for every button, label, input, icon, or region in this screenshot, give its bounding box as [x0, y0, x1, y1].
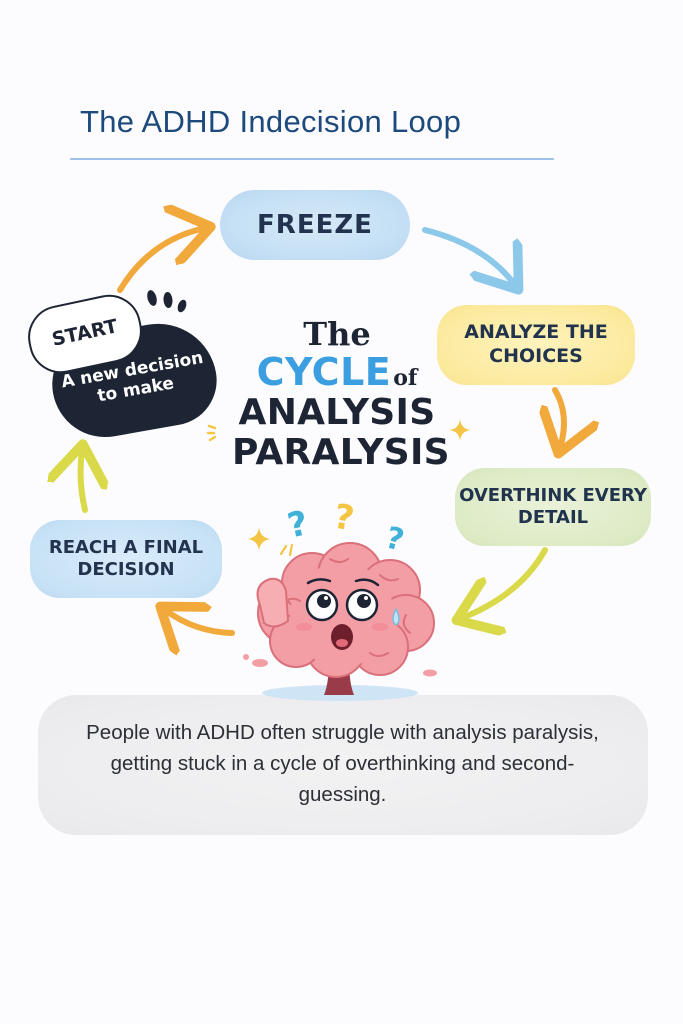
step-reach-a-final-decision: REACH A FINAL DECISION [30, 520, 222, 598]
arrow-reach-to-start [81, 450, 85, 513]
center-title-paralysis: PARALYSIS [232, 431, 450, 473]
arrow-freeze-to-analyze [422, 227, 515, 285]
step-overthink-every-detail: OVERTHINK EVERY DETAIL [455, 468, 651, 546]
motion-marks-icon [147, 290, 187, 313]
center-title-the: The [303, 315, 371, 353]
sparkle-icon [449, 419, 471, 441]
description-text: People with ADHD often struggle with ana… [86, 721, 599, 806]
description-panel [38, 695, 648, 835]
title-divider [70, 158, 554, 160]
page-title: The ADHD Indecision Loop [80, 104, 462, 139]
step-freeze: FREEZE [220, 190, 410, 260]
center-title-cycle: CYCLE [256, 349, 392, 394]
center-title-cycle-line: CYCLEof [232, 349, 442, 394]
center-title: The CYCLEof ANALYSIS PARALYSIS [232, 315, 450, 473]
arrow-start-to-freeze [117, 228, 205, 293]
arrow-brain-to-reach [165, 610, 235, 633]
center-title-analysis: ANALYSIS [238, 392, 436, 434]
thought-dashes-icon [279, 543, 294, 557]
center-title-of: of [393, 364, 418, 391]
step-analyze-the-choices: ANALYZE THE CHOICES [437, 305, 635, 385]
arrow-overthink-to-brain [462, 547, 548, 618]
brain-icon [243, 542, 437, 701]
arrow-analyze-to-overthink [555, 387, 564, 448]
sparkle-dashes-icon [206, 424, 217, 442]
sparkle-icon [247, 527, 271, 551]
